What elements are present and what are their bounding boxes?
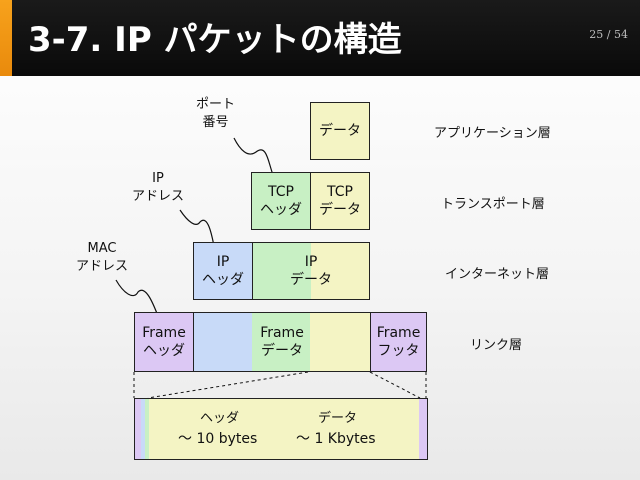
port-line1: ポート	[196, 97, 236, 112]
frame-footer-line1: Frame	[376, 325, 421, 341]
page-number: 25 / 54	[589, 28, 628, 41]
application-layer-label: アプリケーション層	[434, 126, 551, 141]
frame-footer-box: Frame フッタ	[370, 312, 427, 372]
mac-address-annotation: MAC アドレス	[76, 240, 128, 276]
tcp-header-line2: ヘッダ	[260, 202, 302, 218]
frame-header-line2: ヘッダ	[143, 343, 185, 359]
detail-header-size: ～ 10 bytes	[178, 431, 258, 447]
ip-header-box: IP ヘッダ	[193, 242, 253, 300]
frame-footer-line2: フッタ	[377, 343, 420, 359]
tcp-data-box: TCP データ	[310, 172, 370, 230]
port-line2: 番号	[202, 115, 229, 130]
transport-layer-label: トランスポート層	[441, 197, 545, 212]
mac-address-line1: MAC	[87, 241, 117, 256]
application-data-box: データ	[310, 102, 370, 160]
frame-data-box: Frame データ	[193, 312, 371, 372]
tcp-data-line1: TCP	[327, 184, 353, 200]
ip-address-annotation: IP アドレス	[132, 170, 184, 206]
ip-header-line1: IP	[216, 254, 230, 270]
frame-detail-box	[134, 398, 428, 460]
mac-address-line2: アドレス	[76, 259, 129, 274]
slide-header	[0, 0, 640, 76]
frame-header-box: Frame ヘッダ	[134, 312, 194, 372]
ip-address-line2: アドレス	[132, 189, 185, 204]
tcp-data-line2: データ	[319, 202, 361, 218]
detail-header-label: ヘッダ	[200, 411, 240, 426]
frame-data-line2: データ	[261, 343, 303, 359]
ip-address-line1: IP	[152, 171, 164, 186]
ip-header-line2: ヘッダ	[202, 272, 244, 288]
internet-layer-label: インターネット層	[445, 267, 550, 282]
ip-data-box: IP データ	[252, 242, 370, 300]
ip-data-line1: IP	[304, 254, 318, 270]
application-data-label: データ	[319, 123, 361, 139]
detail-data-size: ～ 1 Kbytes	[296, 431, 376, 447]
frame-header-line1: Frame	[142, 325, 186, 341]
detail-data-label: データ	[318, 411, 358, 426]
link-layer-label: リンク層	[470, 338, 523, 353]
ip-data-line2: データ	[290, 272, 332, 288]
title-accent-bar	[0, 0, 12, 76]
port-number-annotation: ポート 番号	[196, 96, 235, 132]
slide-title: 3-7. IP パケットの構造	[28, 20, 402, 60]
tcp-header-line1: TCP	[268, 184, 294, 200]
tcp-header-box: TCP ヘッダ	[251, 172, 311, 230]
frame-data-line1: Frame	[260, 325, 304, 341]
